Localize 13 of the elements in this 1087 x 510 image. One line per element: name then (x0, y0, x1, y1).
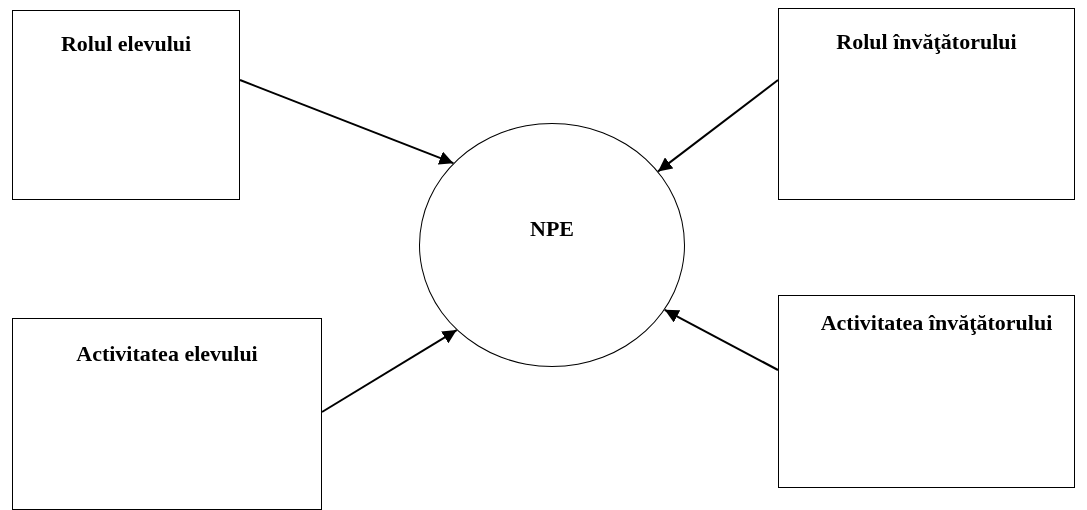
arrow (321, 329, 458, 413)
concept-box (778, 295, 1075, 488)
concept-box (12, 318, 322, 510)
arrow (239, 79, 455, 165)
box-heading: Activitatea învăţătorului (819, 310, 1054, 336)
box-heading: Activitatea elevului (75, 341, 259, 367)
arrow (657, 79, 779, 173)
center-label: NPE (529, 216, 575, 242)
concept-box (778, 8, 1075, 200)
box-heading: Rolul învăţătorului (835, 29, 1018, 55)
concept-box (12, 10, 240, 200)
arrow (663, 308, 779, 371)
box-heading: Rolul elevului (59, 31, 193, 57)
